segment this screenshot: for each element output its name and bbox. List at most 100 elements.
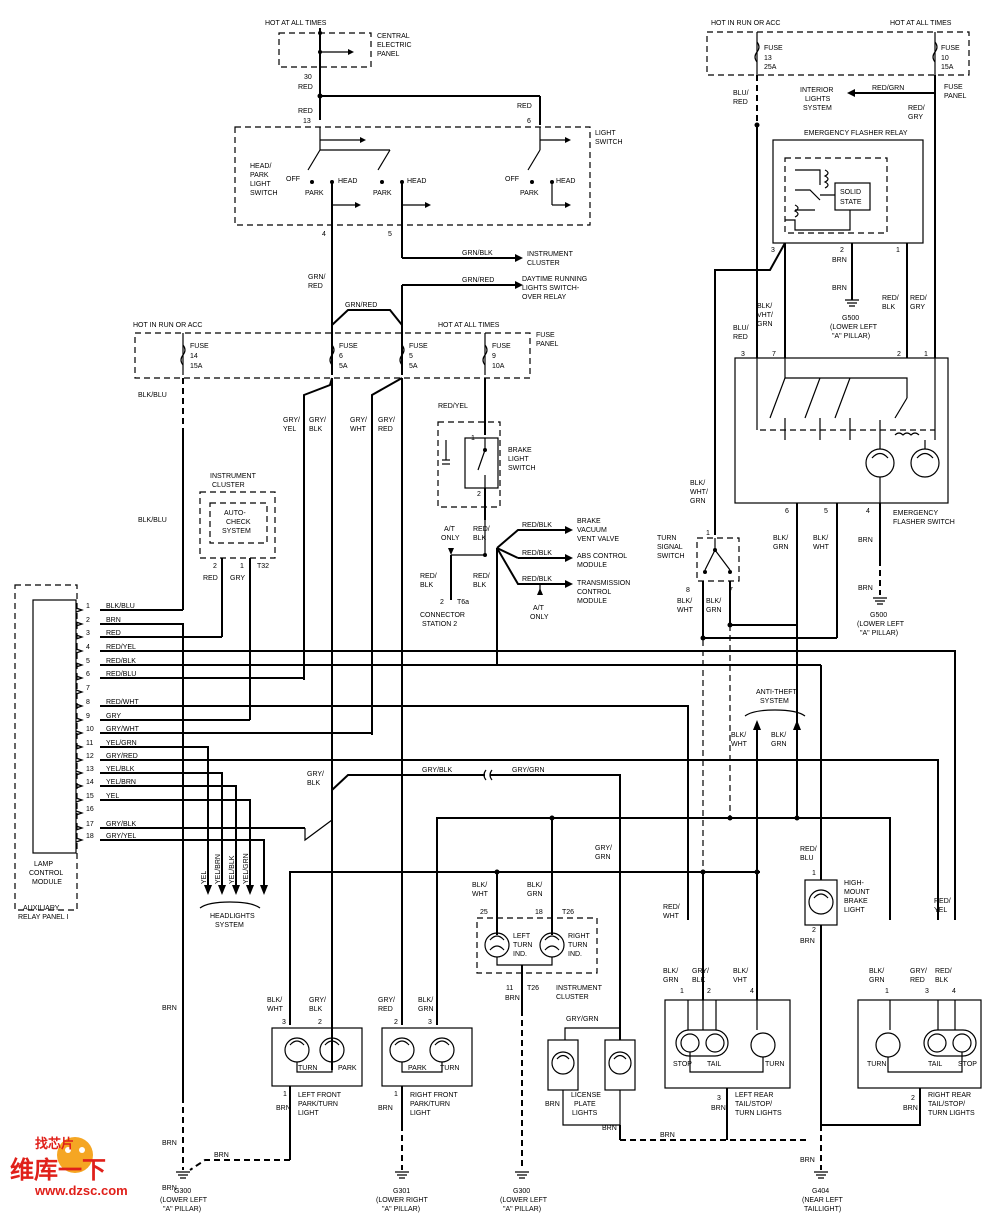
lp-wire: GRY/GRN — [566, 1016, 599, 1023]
w-rg-r1: RED/ — [910, 295, 927, 302]
svg-text:2: 2 — [911, 1095, 915, 1102]
wire-grn-red-d: GRN/RED — [345, 302, 377, 309]
module-pin-terminal — [75, 648, 84, 654]
module-pin-number: 12 — [86, 753, 94, 760]
hl-wire-yel-brn: YEL/BRN — [215, 854, 222, 884]
fuse-amp-5: 5A — [409, 363, 418, 370]
lr-label-2: TAIL/STOP/ — [735, 1101, 772, 1108]
wire-gry-grn-run: GRY/GRN — [512, 767, 545, 774]
wire-gry-blk-b: BLK — [309, 426, 323, 433]
hm-2: MOUNT — [844, 889, 870, 896]
rr-label-1: RIGHT REAR — [928, 1092, 971, 1099]
module-pin-terminal — [75, 730, 84, 736]
hm-w2: BLU — [800, 855, 814, 862]
brn-g300a: BRN — [162, 1005, 177, 1012]
g404-b: (NEAR LEFT — [802, 1197, 844, 1204]
lf-label-2: PARK/TURN — [298, 1101, 338, 1108]
svg-text:3: 3 — [771, 247, 775, 254]
brn-ic: BRN — [505, 995, 520, 1002]
rf-wire-2b: GRN — [418, 1006, 434, 1013]
g500a-2: (LOWER LEFT — [830, 324, 878, 331]
watermark-logo: 找芯片 维库一下 www.dzsc.com — [10, 1136, 128, 1198]
module-pin-number: 15 — [86, 793, 94, 800]
ti-wire-1a: BLK/ — [472, 882, 487, 889]
t26-label-1: T26 — [562, 909, 574, 916]
rf-label-1: RIGHT FRONT — [410, 1092, 458, 1099]
lti-2: TURN — [513, 942, 532, 949]
svg-text:2: 2 — [440, 599, 444, 606]
fuse-num-14: 14 — [190, 353, 198, 360]
em-relay-label: EMERGENCY FLASHER RELAY — [804, 130, 908, 137]
fuse-num-9: 9 — [492, 353, 496, 360]
emergency-flasher-switch-box — [734, 357, 949, 504]
g300-1c: "A" PILLAR) — [163, 1206, 201, 1213]
lf-wire-2a: GRY/ — [309, 997, 326, 1004]
wire-red-blk-2: RED/BLK — [522, 550, 552, 557]
lamp-module-1: LAMP — [34, 861, 53, 868]
svg-text:5: 5 — [824, 508, 828, 515]
module-pin-terminal — [75, 837, 84, 843]
rf-label-3: LIGHT — [410, 1110, 431, 1117]
brn-g500a: BRN — [832, 257, 847, 264]
svg-text:6: 6 — [527, 118, 531, 125]
rti-1: RIGHT — [568, 933, 591, 940]
module-pin-terminal — [75, 607, 84, 613]
svg-text:2: 2 — [897, 351, 901, 358]
wire-red-3: RED — [517, 103, 532, 110]
module-pin-wire-color: GRY/BLK — [106, 821, 137, 828]
park-label-3: PARK — [520, 190, 539, 197]
fuse-amp-13: 25A — [764, 64, 777, 71]
rf-wire-1b: RED — [378, 1006, 393, 1013]
wire-gry-blk-run: GRY/BLK — [422, 767, 453, 774]
wire-gg-2: GRN — [595, 854, 611, 861]
t26-label-2: T26 — [527, 985, 539, 992]
lf-wire-1b: WHT — [267, 1006, 284, 1013]
rr-w4a: RED/ — [934, 898, 951, 905]
solid-state-1: SOLID — [840, 189, 861, 196]
wire-rb-a2: BLK — [473, 535, 487, 542]
trans-1: TRANSMISSION — [577, 580, 630, 587]
w-bvg-a: BLK/ — [757, 303, 772, 310]
svg-text:25: 25 — [480, 909, 488, 916]
drl-label-2: LIGHTS SWITCH- — [522, 285, 580, 292]
wire-gg-1: GRY/ — [595, 845, 612, 852]
svg-text:3: 3 — [282, 1019, 286, 1026]
w-red-grn: RED/GRN — [872, 85, 904, 92]
rr-tail: TAIL — [928, 1061, 942, 1068]
fuse-panel-box-2 — [706, 31, 970, 76]
left-front-light-box — [271, 1027, 363, 1087]
wire-red-1: RED — [298, 84, 313, 91]
module-pin-terminal — [75, 703, 84, 709]
fuse-panel-2a: FUSE — [944, 84, 963, 91]
w-bwg-c: GRN — [690, 498, 706, 505]
wire-red-blk-3: RED/BLK — [522, 576, 552, 583]
park-label-2: PARK — [373, 190, 392, 197]
svg-text:3: 3 — [428, 1019, 432, 1026]
hm-1: HIGH- — [844, 880, 865, 887]
label-hot-all-times-1: HOT AT ALL TIMES — [265, 20, 327, 27]
rr-w1b: GRN — [869, 977, 885, 984]
high-mount-box — [804, 879, 838, 926]
w-rb-r2: BLK — [882, 304, 896, 311]
w-blu-red-c: BLU/ — [733, 325, 749, 332]
wire-gry-red-a: GRY/ — [378, 417, 395, 424]
module-pin-wire-color: GRY/WHT — [106, 726, 140, 733]
wire-gry-ic: GRY — [230, 575, 245, 582]
flasher-sw-1: EMERGENCY — [893, 510, 938, 517]
module-pin-wire-color: RED — [106, 630, 121, 637]
lr-label-1: LEFT REAR — [735, 1092, 773, 1099]
module-pin-number: 16 — [86, 806, 94, 813]
module-pin-number: 6 — [86, 671, 90, 678]
fuse-word-9: FUSE — [492, 343, 511, 350]
w-blu-red-d: RED — [733, 334, 748, 341]
wire-red-2: RED — [298, 108, 313, 115]
hot-all-times-3: HOT AT ALL TIMES — [890, 20, 952, 27]
rf-label-2: PARK/TURN — [410, 1101, 450, 1108]
lr-w2b: BLK — [692, 977, 706, 984]
fuse-6: FUSE 6 5A — [329, 325, 358, 375]
module-pin-number: 14 — [86, 779, 94, 786]
brn-rr: BRN — [903, 1105, 918, 1112]
svg-text:2: 2 — [318, 1019, 322, 1026]
w-tss-1b: WHT — [677, 607, 694, 614]
module-pin-terminal — [75, 797, 84, 803]
